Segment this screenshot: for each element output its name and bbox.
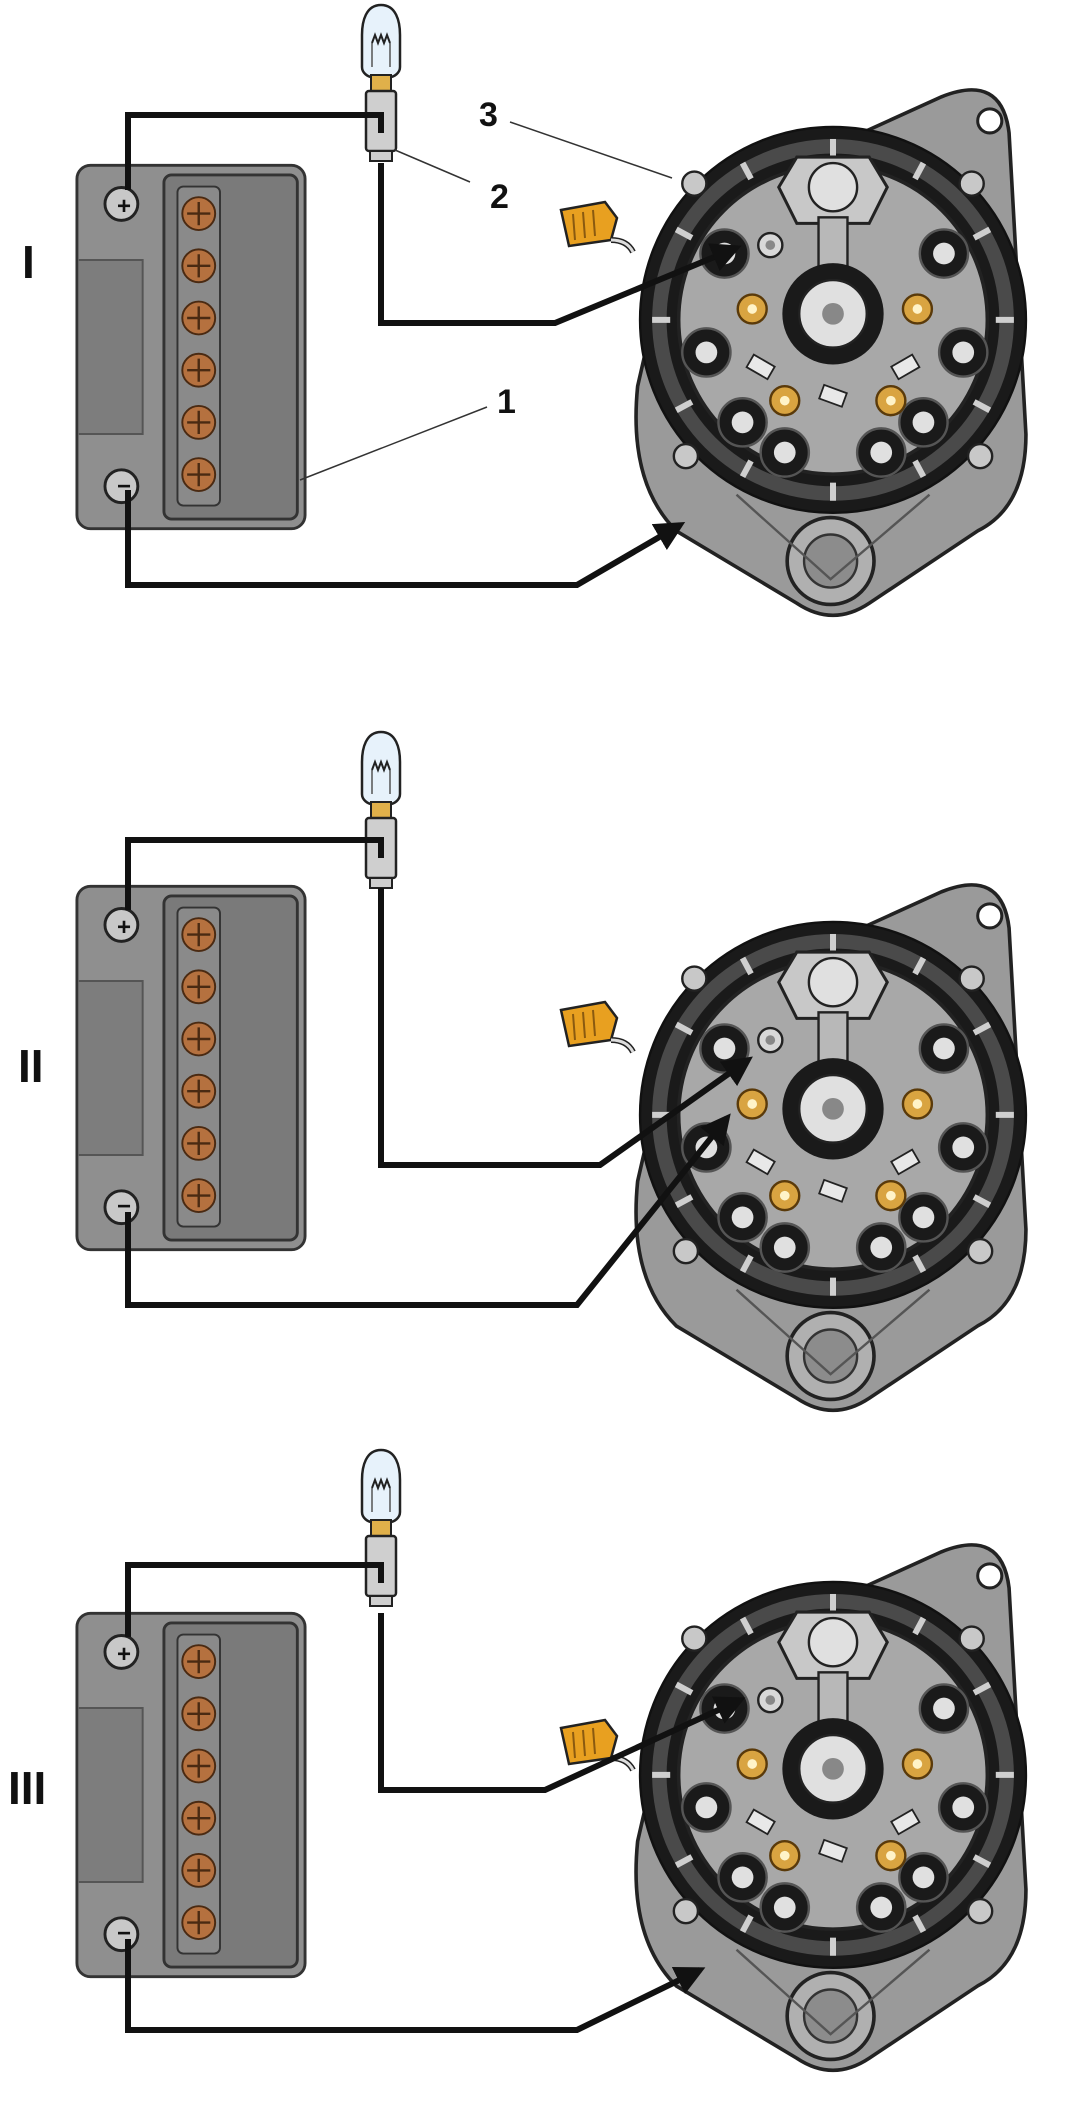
- alternator-icon: [636, 90, 1026, 615]
- panel-1-numeral: I: [22, 236, 35, 288]
- connector-plug-icon: [561, 1002, 633, 1052]
- panel-3: III + −: [8, 1448, 1026, 2070]
- lamp-icon: [360, 730, 402, 890]
- alternator-icon: [636, 885, 1026, 1410]
- wiring: [125, 837, 753, 1308]
- wiring: [125, 1562, 746, 2033]
- panel-3-numeral: III: [8, 1762, 46, 1814]
- lamp-icon: [360, 3, 402, 163]
- battery-plus-label: +: [117, 193, 131, 220]
- connector-plug-icon: [561, 202, 633, 252]
- alternator-icon: [636, 1545, 1026, 2070]
- leader-lines: [299, 121, 673, 481]
- wiring: [125, 112, 742, 588]
- panel-2: II + −: [18, 730, 1026, 1410]
- connector-plug-icon: [561, 1720, 633, 1770]
- panel-2-numeral: II: [18, 1040, 44, 1092]
- battery-plus-label: +: [117, 914, 131, 941]
- battery-icon: + −: [75, 884, 307, 1252]
- callout-lamp: 2: [490, 178, 509, 216]
- battery-icon: + −: [75, 163, 307, 531]
- battery-icon: + −: [75, 1611, 307, 1979]
- battery-plus-label: +: [117, 1641, 131, 1668]
- callout-battery: 1: [497, 383, 516, 421]
- callout-alternator: 3: [479, 96, 498, 134]
- panel-1: I + − 1 2 3: [22, 3, 1026, 615]
